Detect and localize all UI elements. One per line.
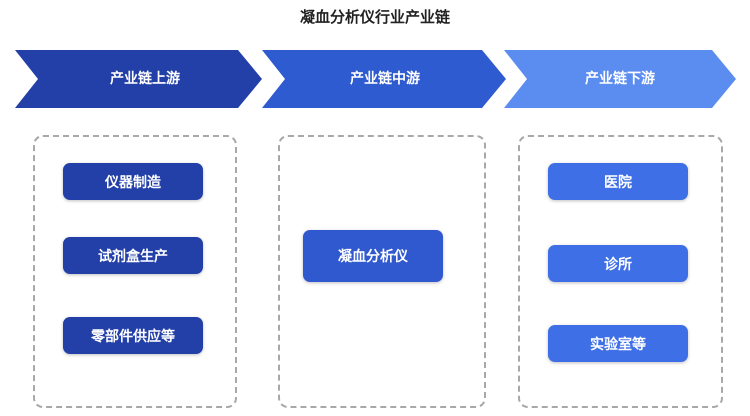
arrow-downstream — [504, 50, 736, 108]
item-coagulation-analyzer: 凝血分析仪 — [303, 230, 443, 282]
item-reagent-kit-production: 试剂盒生产 — [63, 237, 203, 274]
arrow-midstream — [262, 50, 506, 108]
midstream-group — [278, 135, 486, 408]
item-instrument-manufacturing: 仪器制造 — [63, 163, 203, 200]
item-hospital: 医院 — [548, 163, 688, 200]
stage-arrows — [15, 50, 736, 108]
item-clinic: 诊所 — [548, 245, 688, 282]
diagram-title: 凝血分析仪行业产业链 — [299, 8, 450, 26]
stage-label-midstream: 产业链中游 — [350, 71, 420, 87]
arrow-upstream — [15, 50, 262, 108]
stage-label-downstream: 产业链下游 — [585, 71, 655, 87]
downstream-group — [518, 135, 723, 408]
item-parts-supply: 零部件供应等 — [63, 317, 203, 354]
upstream-group — [33, 135, 237, 408]
item-laboratory: 实验室等 — [548, 325, 688, 362]
stage-label-upstream: 产业链上游 — [110, 71, 180, 87]
